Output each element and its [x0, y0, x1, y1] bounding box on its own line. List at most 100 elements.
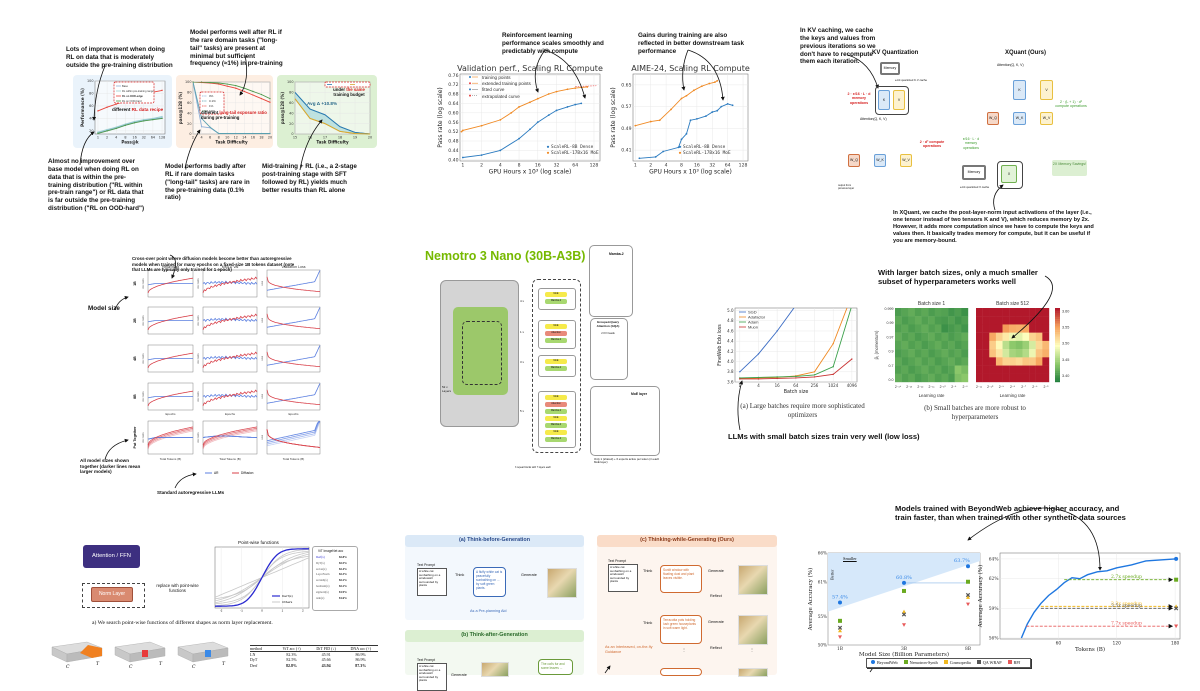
heatmap-cell — [1009, 373, 1017, 383]
heatmap-cell — [1022, 349, 1030, 358]
colorbar-segment — [1055, 374, 1060, 377]
xq-wk-block: W_K — [1013, 112, 1026, 125]
diffusion-curve — [202, 429, 258, 448]
x-axis-label: Epochs — [225, 412, 236, 416]
annotation-arrow — [604, 665, 611, 674]
xq-wq-block: W_Q — [987, 112, 999, 125]
layer-block-moe: MoE — [545, 359, 567, 364]
colorbar-segment — [1055, 339, 1060, 342]
reflect-label: Reflect — [710, 594, 722, 598]
heatmap-cell — [928, 332, 936, 342]
legend-label: Others — [282, 600, 293, 604]
colorbar-segment — [1055, 352, 1060, 355]
heatmap-cell — [1015, 365, 1023, 374]
heatmap-cell — [961, 340, 969, 350]
table-cell: Derf — [250, 662, 258, 668]
x-tick-label: 20 — [368, 135, 372, 139]
y-tick-label: 0.72 — [448, 82, 458, 88]
data-point — [536, 97, 539, 100]
y-tick-label: 55% — [818, 614, 827, 619]
speedup-label: 7.7x speedup — [1111, 621, 1142, 627]
x-tick-label: 2⁻¹⁴ — [895, 385, 902, 389]
y-tick-label: 0.999 — [885, 307, 894, 311]
xq-k-block: K — [1013, 80, 1026, 100]
data-point — [161, 115, 163, 118]
heatmap-cell — [948, 340, 955, 350]
data-point — [580, 102, 583, 105]
data-point — [795, 375, 797, 378]
heatmap-cell — [1029, 349, 1036, 358]
extrapolated-curve — [575, 85, 597, 87]
heatmap-cell — [1002, 332, 1010, 342]
y-axis-label: Acc norm — [197, 315, 200, 325]
x-tick-label: 2 — [192, 135, 194, 139]
colorbar-segment — [1055, 324, 1060, 327]
callout-highlight: the same — [346, 87, 365, 92]
annotation-kv-caching: In KV caching, we cache the keys and val… — [800, 27, 876, 66]
x-tick-label: 32 — [142, 135, 146, 139]
heatmap-cell — [976, 316, 983, 325]
colorbar-tick: 3.60 — [1062, 310, 1069, 314]
ellipsis: ⋮ — [682, 648, 686, 652]
heatmap-cell — [1015, 373, 1023, 383]
y-axis-label: Acc norm — [142, 391, 145, 401]
colorbar-segment — [1055, 370, 1060, 373]
legend-swatch — [1007, 660, 1012, 664]
data-point — [649, 120, 652, 123]
heatmap-cell — [914, 308, 922, 317]
y-tick-label: 0.0 — [889, 378, 894, 382]
heatmap-cell — [941, 365, 949, 374]
acc-row-value: 81.9% — [339, 589, 347, 594]
data-point — [574, 103, 577, 106]
heatmap-cell — [976, 357, 983, 366]
heatmap-cell — [976, 365, 983, 374]
y-axis-label: pass@128 (%) — [178, 92, 183, 124]
colorbar-segment — [1055, 335, 1060, 338]
moe-caption: Only 1 (shared) + 6 experts active per t… — [594, 457, 660, 465]
x-tick-label: 256 — [811, 383, 819, 388]
colorbar-segment — [1055, 319, 1060, 322]
x-axis-label: Epochs — [165, 412, 176, 416]
heatmap-cell — [954, 365, 962, 374]
data-point — [716, 109, 719, 112]
x-tick-label: 4 — [115, 135, 117, 139]
heatmap-cell — [908, 365, 916, 374]
colorbar-segment — [1055, 378, 1060, 381]
heatmap-cell — [961, 357, 969, 366]
table-cell: 86.9% — [355, 657, 366, 663]
heatmap-cell — [1015, 324, 1023, 333]
heatmap-cell — [961, 332, 969, 342]
heatmap-cell — [921, 340, 929, 350]
annotation-arrow — [967, 507, 1061, 541]
marker-circle — [1174, 556, 1179, 561]
data-point — [97, 132, 99, 135]
x-tick-label: 2⁻⁷ — [1021, 385, 1027, 389]
x-tick-label: 64 — [793, 383, 799, 388]
marker-triangle — [838, 628, 842, 633]
table-cell: DyT — [250, 657, 258, 663]
diffusion-curve — [147, 427, 194, 447]
legend-label: Adam — [748, 319, 759, 324]
annotation-xquant: In XQuant, we cache the post-layer-norm … — [893, 210, 1094, 244]
heatmap-cell — [941, 316, 949, 325]
data-point — [133, 120, 136, 123]
heatmap-cell — [1015, 308, 1023, 317]
heatmap-cell — [1002, 373, 1010, 383]
heatmap-cell — [954, 357, 962, 366]
heatmap-cell — [1035, 349, 1043, 358]
callout-highlight: long-tail exposure ratio — [219, 110, 267, 115]
annotation-arrow — [681, 49, 689, 91]
heatmap-title: Batch size 1 — [918, 301, 945, 307]
data-point — [704, 115, 707, 118]
heatmap-cell — [1035, 357, 1043, 366]
heatmap-cell — [941, 308, 949, 317]
y-tick-label: 0.68 — [448, 92, 458, 98]
legend-label: 0.1% — [209, 99, 216, 103]
subplot: Acc norm — [142, 344, 194, 373]
heatmap-cell — [914, 316, 922, 325]
heatmap-cell — [1035, 365, 1043, 374]
x-tick-label: 2⁻¹¹ — [929, 385, 936, 389]
data-point — [226, 83, 228, 85]
